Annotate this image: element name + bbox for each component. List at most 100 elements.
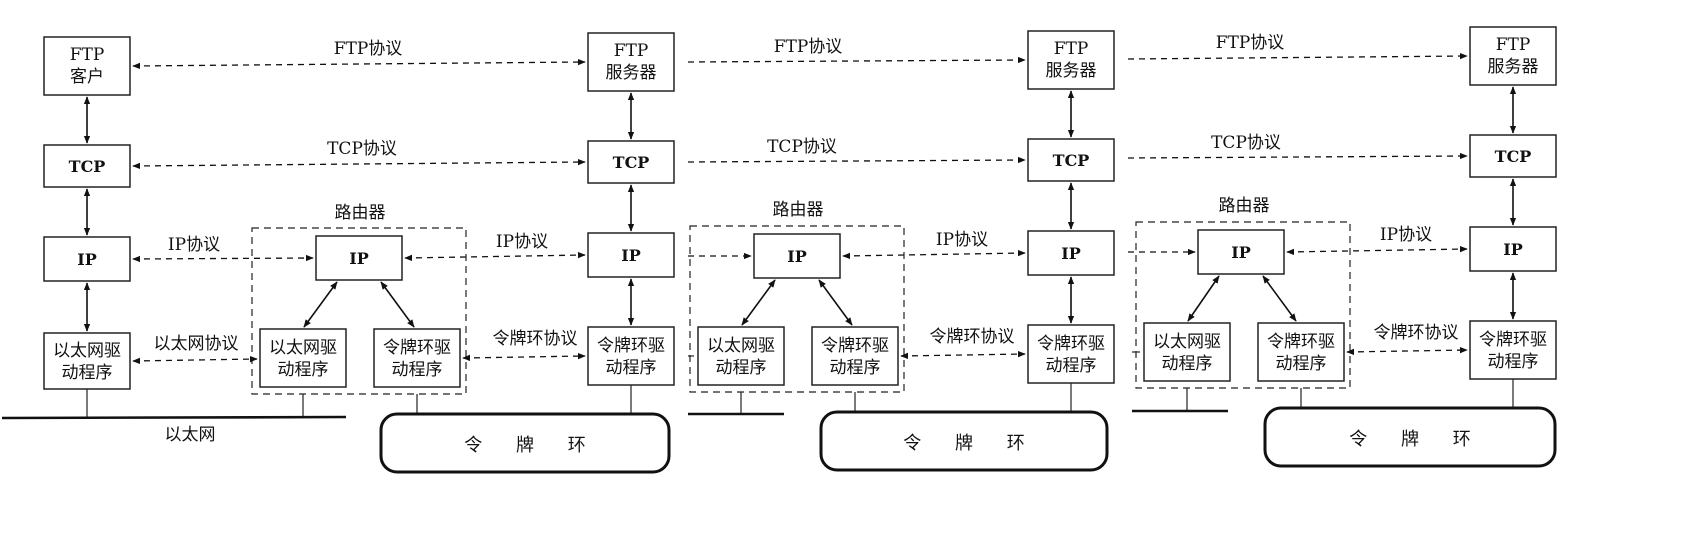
router-ip-label: IP: [349, 249, 369, 268]
tcp-protocol-arrow: [1127, 152, 1468, 160]
router-ip-label: IP: [787, 247, 807, 266]
ftp-server-box: [587, 32, 675, 92]
token-ring-label: 令 牌 环: [903, 433, 1038, 454]
token-ring-protocol-arrow: [900, 350, 1026, 360]
ftp-protocol-label: FTP协议: [334, 39, 403, 59]
router-ip-ethernet-link: [741, 279, 776, 326]
ethernet-line: [1, 415, 347, 420]
tcp-label: TCP: [613, 153, 650, 172]
tcp-label: TCP: [1053, 151, 1090, 170]
token-ring-network: [819, 410, 1109, 472]
ftp-server-label-line1: FTP: [614, 41, 649, 61]
tcp-box: [1027, 138, 1115, 182]
token-ring-protocol-arrow: [462, 352, 586, 362]
ethernet-network-label: 以太网: [165, 425, 216, 445]
router-ip-box: [1197, 229, 1285, 275]
ethernet-driver-box: [43, 332, 131, 390]
router-ip-ethernet-link: [303, 281, 338, 328]
router-boundary: [251, 227, 467, 395]
ftp-server-label-line2: 服务器: [1046, 61, 1097, 81]
ip-protocol-label: IP协议: [1380, 225, 1432, 245]
router-2: 路由器 IP 以太网驱 动程序 令牌环驱 动程序: [689, 200, 905, 414]
ftp-client-label-line1: FTP: [70, 45, 105, 65]
ip-protocol-arrow: [842, 249, 1026, 260]
router-ethernet-driver-label-line1: 以太网驱: [269, 338, 337, 358]
ip-protocol-label: IP协议: [168, 235, 220, 255]
router-title: 路由器: [335, 203, 386, 223]
token-ring-driver-label-line1: 令牌环驱: [1479, 330, 1547, 350]
ftp-server-box: [1469, 26, 1557, 86]
token-ring-driver-box: [1469, 320, 1557, 380]
router-ethernet-driver-label-line1: 以太网驱: [1153, 332, 1221, 352]
tcp-protocol-arrow: [687, 156, 1026, 164]
router-ethernet-driver-box: [697, 326, 785, 386]
host-ftp-server-3: FTP 服务器 TCP IP 令牌环驱 动程序: [1469, 26, 1557, 408]
ip-protocol-label: IP协议: [496, 232, 548, 252]
ftp-protocol-arrow: [132, 58, 586, 70]
tcp-protocol-label: TCP协议: [1211, 133, 1281, 153]
router-ip-label: IP: [1231, 243, 1251, 262]
router-token-ring-driver-box: [811, 326, 899, 386]
router-ip-token-ring-link: [1262, 275, 1297, 322]
router-token-ring-driver-box: [1257, 322, 1345, 382]
token-ring-driver-label-line2: 动程序: [1046, 356, 1097, 376]
ftp-server-label-line1: FTP: [1054, 39, 1089, 59]
ip-protocol-arrow: [1286, 245, 1468, 256]
ip-box: [1469, 226, 1557, 272]
token-ring-label: 令 牌 环: [1349, 429, 1484, 450]
token-ring-driver-label-line2: 动程序: [1488, 352, 1539, 372]
token-ring-driver-label-line2: 动程序: [606, 358, 657, 378]
ftp-server-label-line2: 服务器: [606, 63, 657, 83]
tcp-box: [1469, 134, 1557, 178]
ftp-server-box: [1027, 30, 1115, 90]
router-1: 路由器 IP 以太网驱 动程序 令牌环驱 动程序: [251, 203, 467, 417]
ftp-protocol-label: FTP协议: [774, 37, 843, 57]
ethernet-protocol-label: 以太网协议: [154, 334, 239, 354]
host-ftp-client: FTP 客户 TCP IP 以太网驱 动程序: [43, 36, 131, 417]
ftp-protocol-arrow: [687, 56, 1026, 64]
router-ethernet-driver-label-line2: 动程序: [278, 360, 329, 380]
router-token-ring-driver-label-line1: 令牌环驱: [821, 336, 889, 356]
router-token-ring-driver-label-line1: 令牌环驱: [383, 338, 451, 358]
router-title: 路由器: [773, 200, 824, 220]
token-ring-label: 令 牌 环: [464, 435, 599, 456]
router-ethernet-driver-label-line1: 以太网驱: [707, 336, 775, 356]
router-boundary: [689, 225, 905, 393]
router-ethernet-driver-label-line2: 动程序: [716, 358, 767, 378]
token-ring-driver-label-line1: 令牌环驱: [1037, 334, 1105, 354]
ip-protocol-arrow: [404, 251, 586, 262]
token-ring-network: [1263, 406, 1557, 468]
host-ftp-server-1: FTP 服务器 TCP IP 令牌环驱 动程序: [587, 32, 675, 414]
ftp-server-label-line1: FTP: [1496, 35, 1531, 55]
router-ethernet-driver-box: [259, 328, 347, 388]
tcp-protocol-label: TCP协议: [767, 137, 837, 157]
ftp-protocol-label: FTP协议: [1216, 33, 1285, 53]
router-token-ring-driver-label-line2: 动程序: [1276, 354, 1327, 374]
router-title: 路由器: [1219, 196, 1270, 216]
ip-protocol-label: IP协议: [936, 230, 988, 250]
router-boundary: [1135, 221, 1351, 389]
tcp-label: TCP: [69, 157, 106, 176]
token-ring-protocol-label: 令牌环协议: [493, 329, 578, 349]
token-ring-protocol-label: 令牌环协议: [1374, 323, 1459, 343]
tcp-label: TCP: [1495, 147, 1532, 166]
ethernet-protocol-arrow: [132, 355, 258, 365]
token-ring-protocol-label: 令牌环协议: [930, 327, 1015, 347]
tcp-protocol-arrow: [132, 158, 586, 170]
router-ip-box: [315, 235, 403, 281]
ethernet-driver-label-line2: 动程序: [62, 363, 113, 383]
router-ip-ethernet-link: [1187, 275, 1220, 322]
ip-label: IP: [1061, 244, 1081, 263]
ip-protocol-arrow: [132, 254, 314, 263]
host-ftp-server-2: FTP 服务器 TCP IP 令牌环驱 动程序: [1027, 30, 1115, 412]
token-ring-driver-label-line1: 令牌环驱: [597, 336, 665, 356]
ip-label: IP: [621, 246, 641, 265]
router-token-ring-driver-box: [373, 328, 461, 388]
router-ip-token-ring-link: [380, 281, 415, 328]
ftp-client-box: [43, 36, 131, 96]
token-ring-driver-box: [587, 326, 675, 386]
router-ip-box: [753, 233, 841, 279]
tcp-box: [587, 140, 675, 184]
router-token-ring-driver-label-line2: 动程序: [830, 358, 881, 378]
